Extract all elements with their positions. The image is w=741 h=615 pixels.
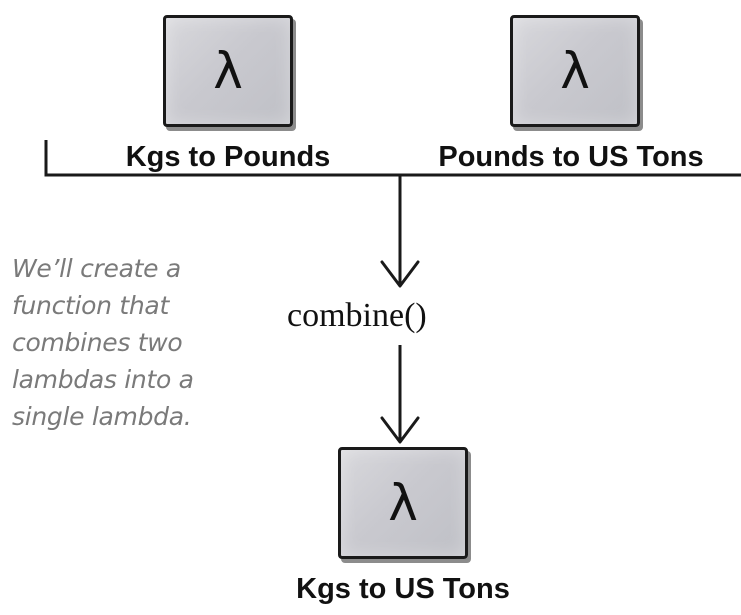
input-bracket: [44, 140, 741, 177]
lambda-box-kgs-to-pounds: λ: [163, 15, 293, 127]
lambda-icon: λ: [560, 42, 590, 100]
arrowhead-to-output: [380, 416, 420, 444]
lambda-box-pounds-to-us-tons: λ: [510, 15, 640, 127]
note-line: function that: [12, 291, 169, 320]
combine-function-label: combine(): [287, 297, 427, 334]
note-line: single lambda.: [12, 402, 192, 431]
lambda-box-kgs-to-us-tons: λ: [338, 447, 468, 559]
lambda-icon: λ: [388, 474, 418, 532]
arrowhead-to-combine: [380, 260, 420, 288]
label-kgs-to-us-tons: Kgs to US Tons: [296, 573, 510, 605]
handwritten-note: We’ll create a function that combines tw…: [12, 250, 262, 435]
note-line: combines two: [12, 328, 183, 357]
lambda-icon: λ: [213, 42, 243, 100]
note-line: lambdas into a: [12, 365, 194, 394]
label-pounds-to-us-tons: Pounds to US Tons: [438, 141, 704, 173]
note-line: We’ll create a: [12, 254, 181, 283]
label-kgs-to-pounds: Kgs to Pounds: [125, 141, 331, 173]
